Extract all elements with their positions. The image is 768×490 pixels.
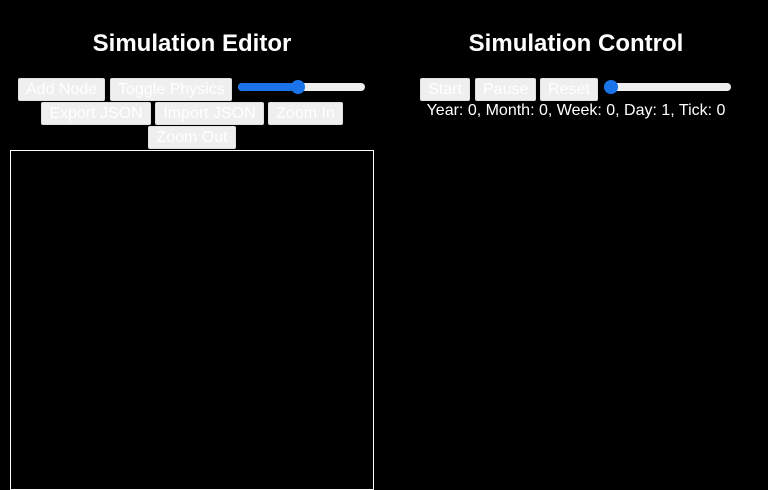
graph-editor-canvas[interactable] [10, 150, 374, 490]
speed-slider[interactable] [604, 80, 731, 94]
physics-slider-fill [238, 83, 298, 91]
zoom-out-button[interactable]: Zoom Out [148, 126, 236, 149]
reset-button[interactable]: Reset [540, 78, 598, 101]
simulation-time-status: Year: 0, Month: 0, Week: 0, Day: 1, Tick… [426, 102, 726, 119]
zoom-in-button[interactable]: Zoom In [268, 102, 343, 125]
export-json-button[interactable]: Export JSON [41, 102, 151, 125]
start-button[interactable]: Start [420, 78, 470, 101]
import-json-button[interactable]: Import JSON [155, 102, 264, 125]
toggle-physics-button[interactable]: Toggle Physics [110, 78, 232, 101]
pause-button[interactable]: Pause [475, 78, 536, 101]
add-node-button[interactable]: Add Node [18, 78, 105, 101]
physics-slider[interactable] [238, 80, 365, 94]
control-title: Simulation Control [468, 30, 684, 57]
speed-slider-thumb[interactable] [604, 80, 618, 94]
editor-title: Simulation Editor [92, 30, 292, 57]
physics-slider-thumb[interactable] [291, 80, 305, 94]
